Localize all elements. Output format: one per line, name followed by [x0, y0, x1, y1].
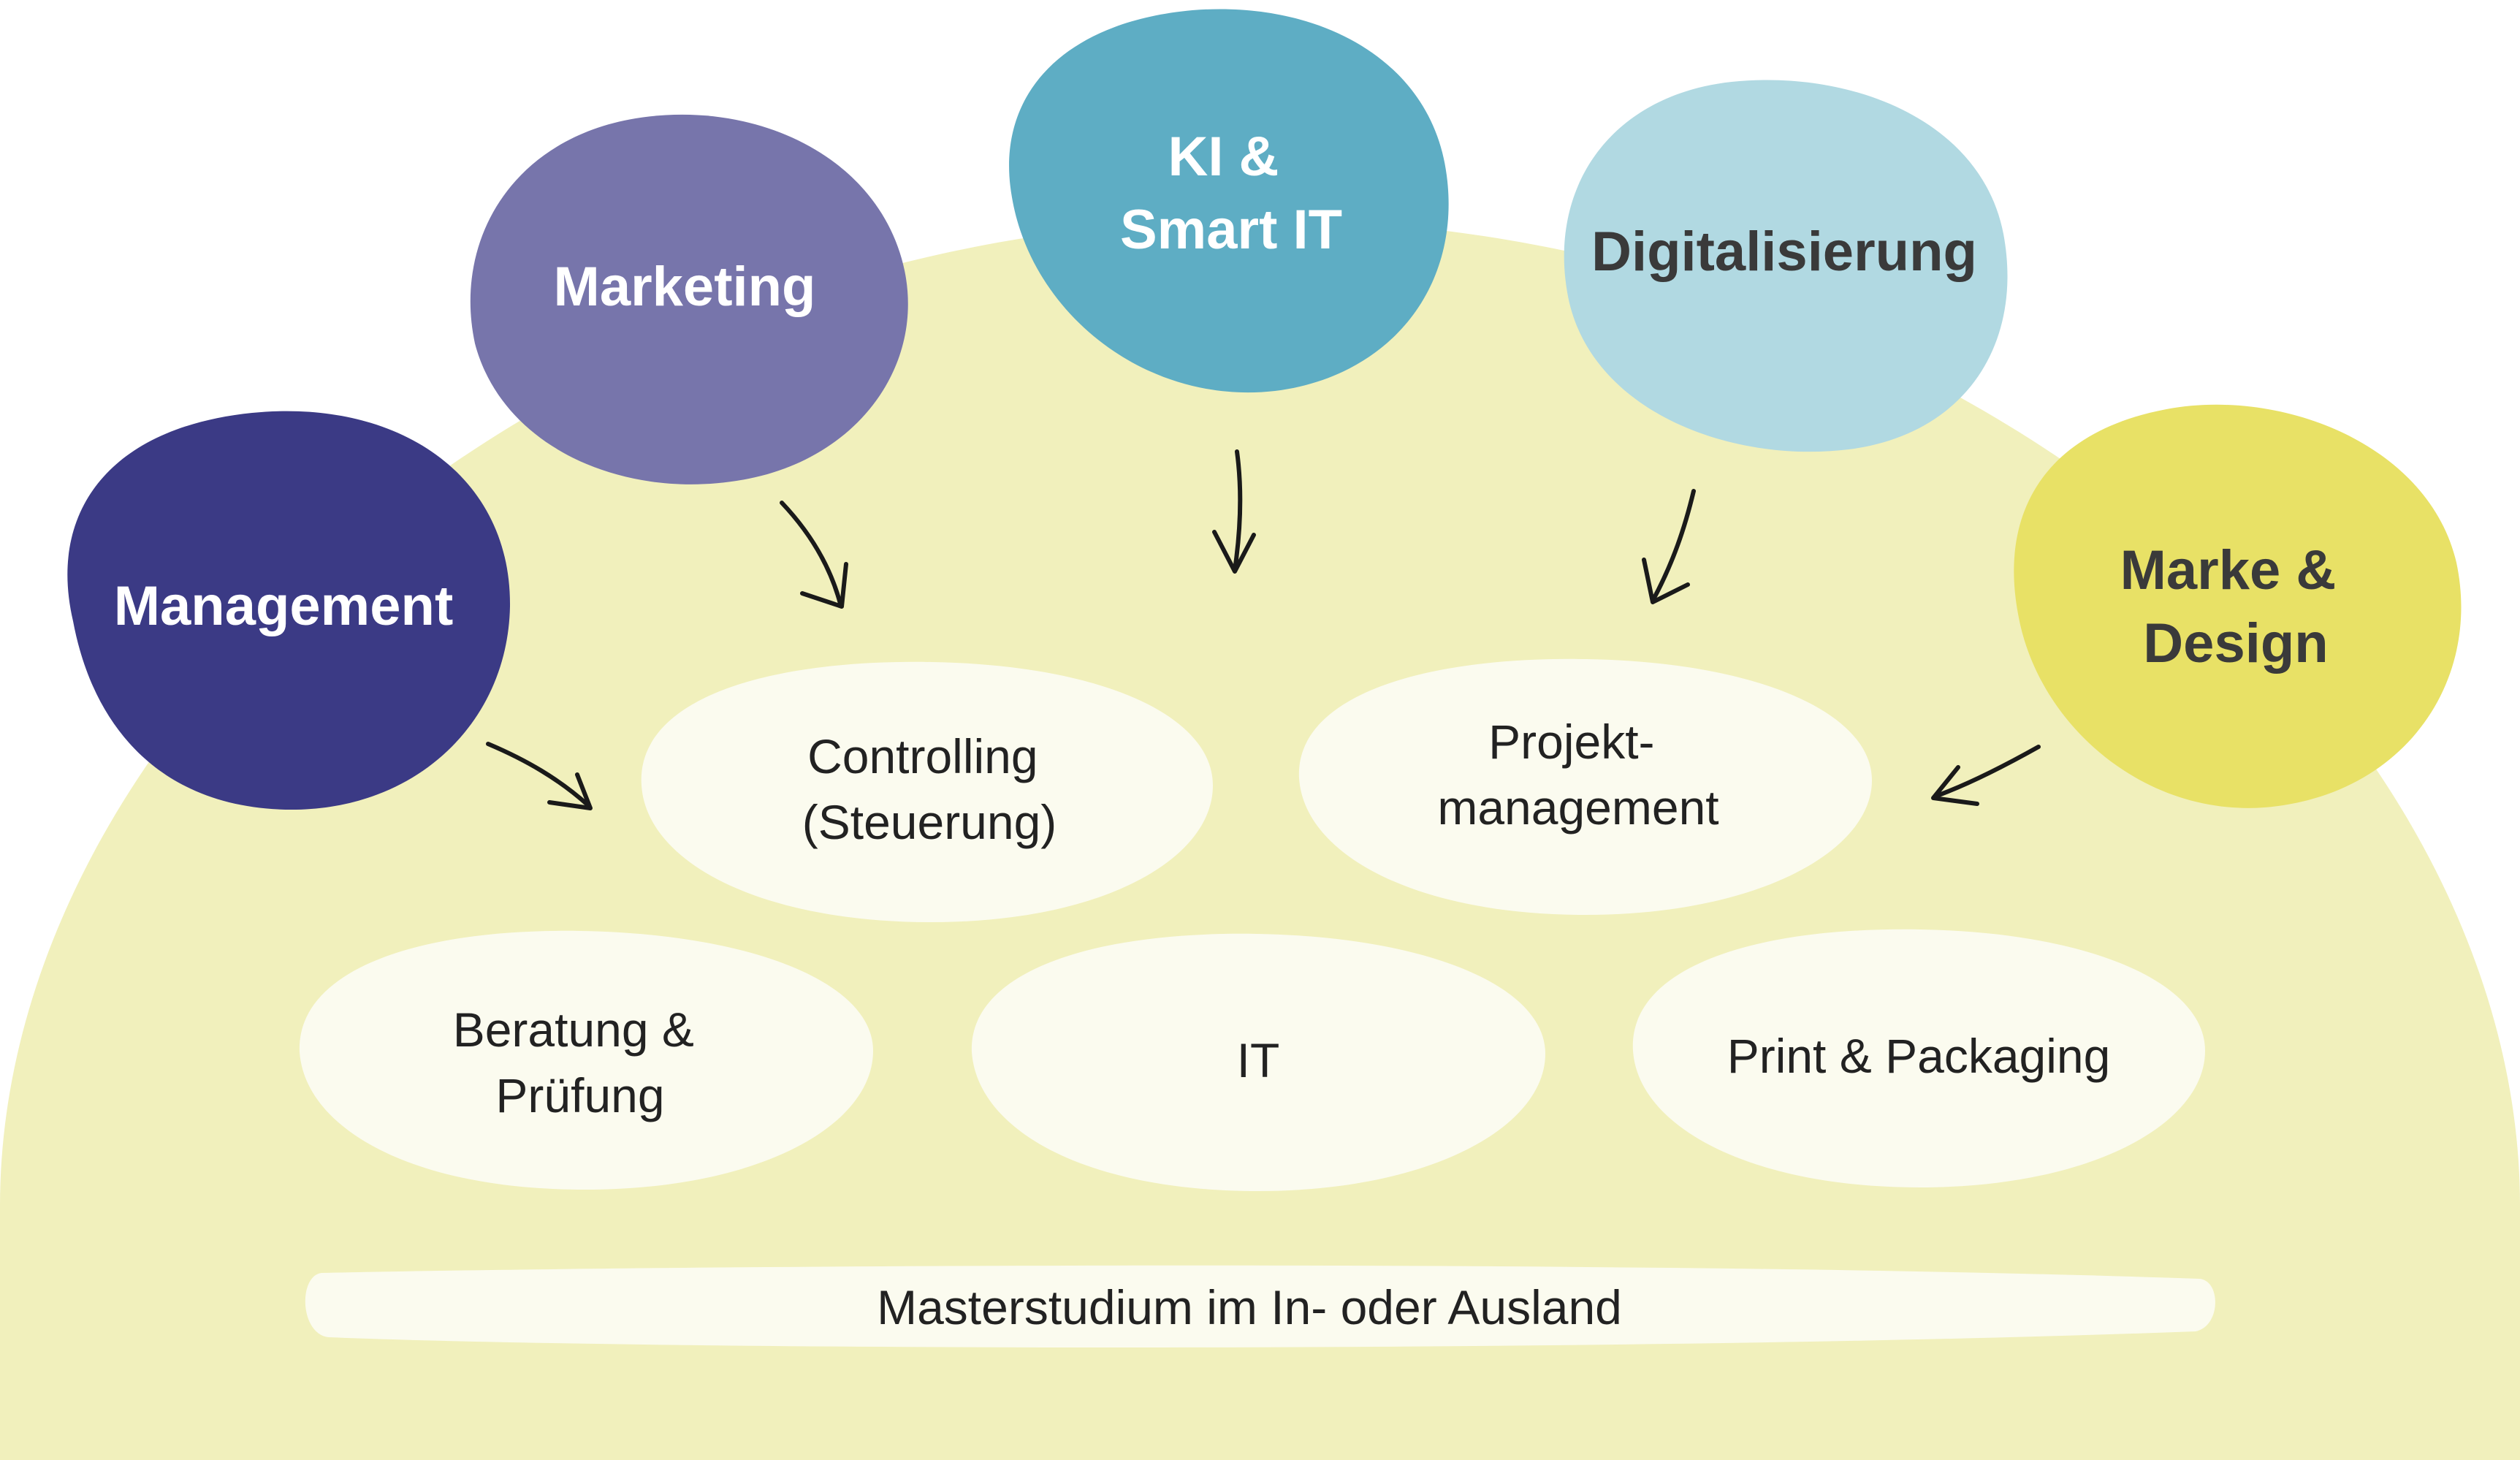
topic-blob	[1009, 9, 1449, 393]
topic-label: KI & Smart IT	[1120, 126, 1342, 261]
topic-management: Management	[67, 411, 511, 810]
footer-label-line: Masterstudium im In- oder Ausland	[877, 1280, 1622, 1334]
arrowhead	[800, 562, 848, 609]
topic-label-line: Marketing	[554, 256, 816, 318]
arrowhead	[1212, 530, 1256, 574]
field-shape	[1298, 658, 1872, 915]
topic-marke-design: Marke & Design	[2014, 404, 2462, 808]
field-label: Print & Packaging	[1727, 1029, 2111, 1083]
arrowhead	[547, 772, 593, 810]
field-label-line: (Steuerung)	[802, 795, 1057, 849]
field-shape	[1632, 929, 2205, 1187]
field-projektmanagement: Projekt- management	[1298, 658, 1872, 915]
arrow-shaft	[780, 501, 842, 606]
arrow-shaft	[1233, 449, 1243, 572]
arrow-digitalisierung	[1642, 489, 1696, 604]
topic-marketing: Marketing	[470, 114, 908, 484]
field-label-line: Print & Packaging	[1727, 1029, 2111, 1083]
field-print-packaging: Print & Packaging	[1632, 929, 2205, 1187]
topic-label: Marketing	[554, 256, 816, 318]
field-label: Beratung & Prüfung	[453, 1003, 708, 1122]
topic-label: Digitalisierung	[1591, 221, 1977, 283]
topic-label-line: Digitalisierung	[1591, 221, 1977, 283]
field-label-line: IT	[1237, 1033, 1280, 1087]
field-label-line: Controlling	[807, 729, 1038, 783]
topic-label-line: Marke &	[2120, 539, 2337, 601]
arrow-shaft	[486, 742, 590, 807]
field-shape	[299, 930, 874, 1190]
topic-blob	[67, 411, 511, 810]
topic-blob	[1564, 80, 2008, 452]
arrow-shaft	[1933, 745, 2041, 799]
arrowhead	[1642, 558, 1690, 604]
field-shape	[641, 661, 1213, 922]
arrow-management	[486, 742, 593, 810]
field-label-line: Projekt-	[1488, 715, 1654, 769]
field-label: Projekt- management	[1437, 715, 1718, 834]
footer-label: Masterstudium im In- oder Ausland	[877, 1280, 1622, 1334]
field-shape	[971, 933, 1545, 1191]
field-label: IT	[1237, 1033, 1280, 1087]
footer-shape	[305, 1265, 2215, 1348]
topic-label-line: Management	[114, 575, 454, 637]
topic-label: Marke & Design	[2120, 539, 2352, 674]
topic-label-line: KI &	[1168, 126, 1279, 188]
field-label-line: Prüfung	[495, 1068, 664, 1122]
field-label-line: Beratung &	[453, 1003, 694, 1057]
topic-digitalisierung: Digitalisierung	[1564, 80, 2008, 452]
topic-label: Management	[114, 575, 454, 637]
arrow-ki-smart-it	[1212, 449, 1256, 574]
topic-ki-smart-it: KI & Smart IT	[1009, 9, 1449, 393]
arrow-marke-design	[1931, 745, 2041, 806]
field-it: IT	[971, 933, 1545, 1191]
topic-blob	[2014, 404, 2462, 808]
footer-masterstudium: Masterstudium im In- oder Ausland	[305, 1265, 2215, 1348]
field-beratung-pruefung: Beratung & Prüfung	[299, 930, 874, 1190]
arrowhead	[1931, 765, 1979, 806]
field-controlling: Controlling (Steuerung)	[641, 661, 1213, 922]
topic-blob	[470, 114, 908, 484]
arrow-marketing	[780, 501, 848, 609]
field-label-line: management	[1437, 780, 1718, 834]
arrow-shaft	[1651, 489, 1696, 603]
topic-label-line: Design	[2143, 612, 2328, 674]
topic-label-line: Smart IT	[1120, 199, 1342, 261]
field-label: Controlling (Steuerung)	[802, 729, 1057, 849]
